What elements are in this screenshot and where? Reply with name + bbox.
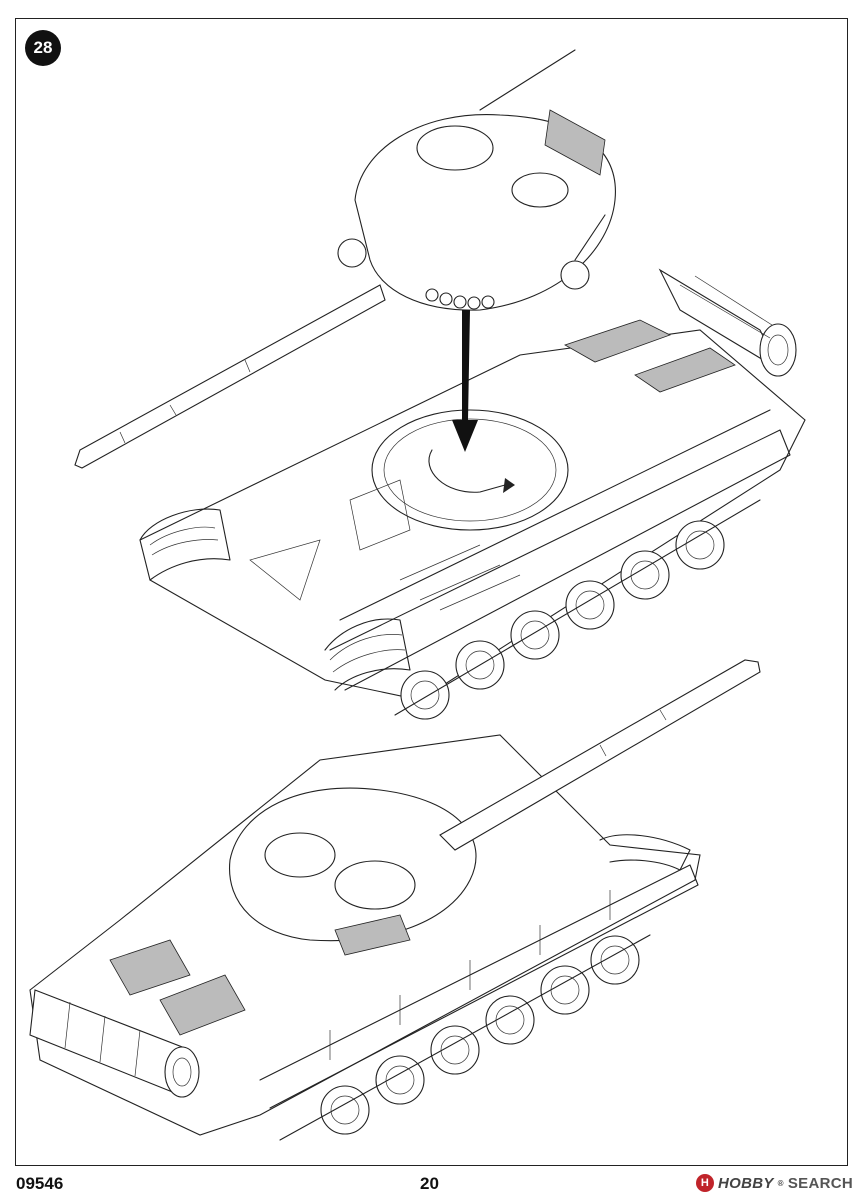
smoke-grenade-launchers xyxy=(425,288,495,310)
kit-code: 09546 xyxy=(16,1174,64,1193)
step-number-badge: 28 xyxy=(25,30,61,66)
watermark-label: SEARCH xyxy=(787,1174,853,1192)
fuel-drums-bottom xyxy=(29,989,200,1098)
road-wheels xyxy=(400,520,725,720)
watermark-brand: HOBBY xyxy=(717,1174,774,1192)
rotate-arrow-icon xyxy=(428,449,515,493)
step-number: 28 xyxy=(33,38,53,57)
down-arrow-icon xyxy=(452,310,478,452)
watermark: H HOBBY ® SEARCH xyxy=(695,1174,853,1192)
gun-barrel-top xyxy=(74,284,386,469)
hull-top-view xyxy=(139,268,806,720)
fuel-drums-top xyxy=(658,268,797,377)
hobby-logo-icon: H xyxy=(695,1174,714,1192)
watermark-registered: ® xyxy=(777,1178,784,1188)
page-number: 20 xyxy=(420,1174,439,1193)
tank-completed-view xyxy=(29,659,761,1141)
page-frame xyxy=(15,18,848,1166)
turret-top xyxy=(337,49,616,311)
